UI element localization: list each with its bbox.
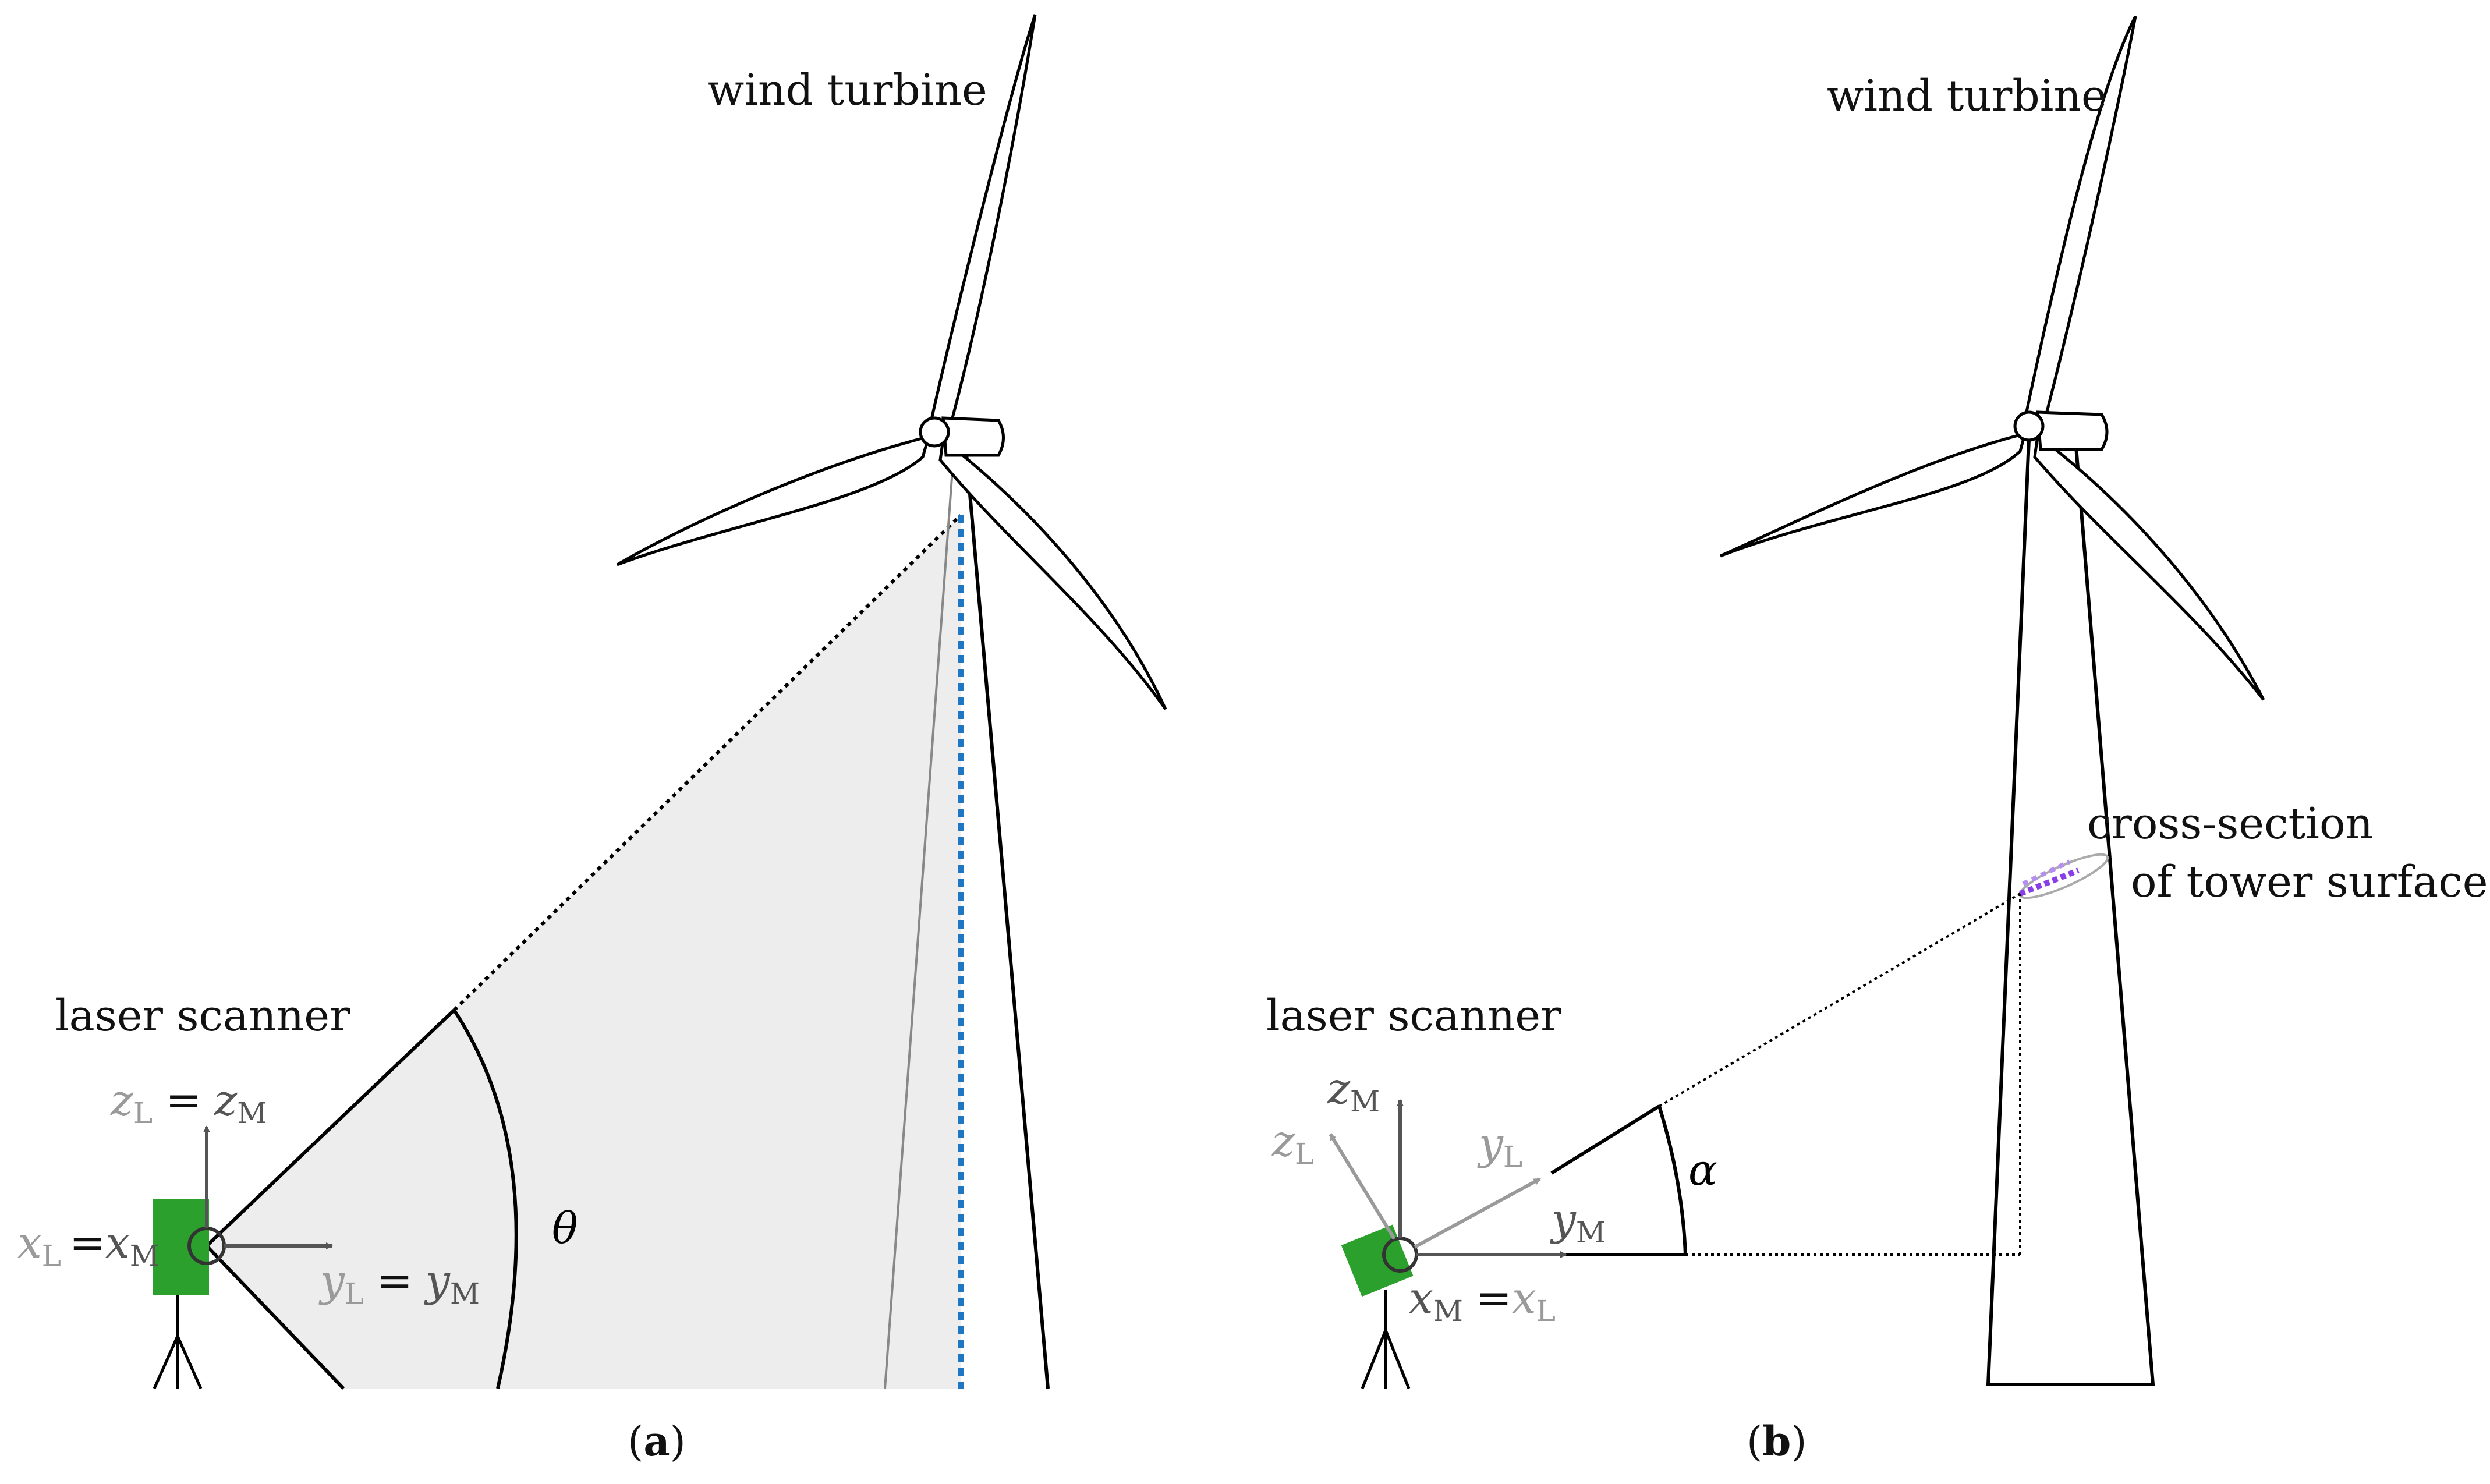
- x-axis-label-a: xL=xM: [17, 1218, 160, 1273]
- y-axis-label-a: yL=yM: [318, 1256, 480, 1311]
- zL-axis-label: zL: [1271, 1116, 1314, 1171]
- blade-right: [938, 437, 1167, 710]
- panel-b: wind turbine cross-section of tower surf…: [1266, 15, 2488, 1465]
- yM-axis-label: yM: [1550, 1195, 1606, 1249]
- cross-section-points-back: [2022, 859, 2071, 886]
- scan-upper-boundary: [205, 1008, 456, 1248]
- turbine-a: [616, 14, 1167, 1389]
- tower-left-edge: [884, 454, 955, 1389]
- scan-ray-dotted: [1658, 892, 2021, 1107]
- tripod-b: [1361, 1290, 1411, 1389]
- blade-up: [930, 14, 1037, 434]
- cross-section-label-line1: cross-section: [2087, 799, 2373, 849]
- blade-up-b: [2024, 15, 2137, 427]
- tower-outline: [1986, 439, 2155, 1386]
- panel-a: θ wind turbine laser scanner: [17, 14, 1167, 1465]
- theta-symbol: θ: [552, 1203, 578, 1253]
- hub: [919, 416, 950, 448]
- blade-right-b: [2033, 433, 2265, 701]
- theta-arc: [452, 1009, 518, 1389]
- alpha-symbol: α: [1688, 1145, 1717, 1195]
- zL-axis-arrow: [1329, 1133, 1396, 1240]
- z-axis-label-a: zL=zM: [110, 1075, 267, 1130]
- cross-section-label-line2: of tower surface: [2131, 857, 2488, 907]
- zM-axis-label: zM: [1327, 1064, 1380, 1118]
- turbine-b: [1719, 15, 2265, 1386]
- tower-right-edge: [965, 454, 1050, 1389]
- nacelle: [941, 416, 1005, 457]
- scan-field-of-view: [207, 515, 961, 1389]
- turbine-label-b: wind turbine: [1827, 71, 2107, 121]
- x-axis-label-b: xM=xL: [1409, 1273, 1556, 1328]
- alpha-arc: [1657, 1106, 1687, 1255]
- turbine-label-a: wind turbine: [707, 65, 987, 115]
- scan-lower-boundary: [205, 1244, 345, 1390]
- scan-ray-solid: [1550, 1104, 1660, 1175]
- hub-b: [2013, 410, 2045, 442]
- yL-axis-arrow: [1414, 1177, 1541, 1249]
- scanner-label-b: laser scanner: [1266, 991, 1561, 1041]
- scanner-body-b: [1341, 1224, 1414, 1297]
- caption-b: (b): [1747, 1417, 1807, 1465]
- caption-a: (a): [628, 1417, 686, 1465]
- tripod-a: [153, 1295, 203, 1390]
- scanner-label-a: laser scanner: [55, 991, 350, 1041]
- nacelle-b: [2036, 410, 2109, 451]
- scanner-body-a: [153, 1199, 209, 1295]
- cross-section-points-front: [2019, 867, 2080, 897]
- blade-left: [616, 434, 931, 566]
- yL-axis-label: yL: [1477, 1119, 1522, 1174]
- blade-left-b: [1719, 431, 2027, 558]
